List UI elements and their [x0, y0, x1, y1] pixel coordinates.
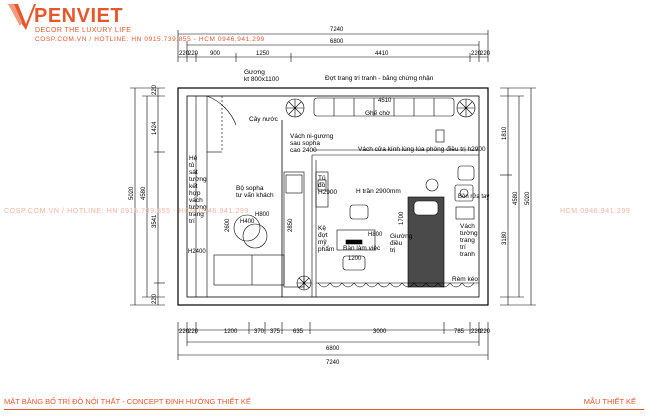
label-h800b: H800	[368, 232, 383, 238]
dim-top-overall: 7240	[330, 27, 344, 33]
waiting-bench	[313, 97, 455, 117]
dim-left-3541: 3541	[152, 214, 158, 228]
dim-bot-seg-5: 375	[270, 329, 281, 335]
dim-top-inner: 6800	[330, 39, 344, 45]
label-mirror: Gương	[244, 69, 265, 76]
right-fixtures	[425, 165, 475, 220]
label-wall-art: Đợt trang trí tranh - băng chứng nhận	[325, 75, 434, 82]
glass-partition	[311, 129, 479, 297]
dim-top-seg-5: 4410	[375, 51, 389, 57]
label-h2400: H2400	[188, 249, 206, 255]
right-dimensions	[500, 87, 536, 306]
dim-left-overall: 5020	[129, 186, 135, 200]
dim-top-seg-2: 220	[188, 51, 199, 57]
dim-left-1424: 1424	[152, 121, 158, 135]
bottom-dimensions	[177, 322, 489, 360]
dim-right-overall: 5020	[525, 191, 531, 205]
left-dimensions	[130, 87, 165, 306]
dim-bot-seg-6: 635	[293, 329, 304, 335]
top-dimensions	[177, 30, 489, 62]
watermark-left: COSP.COM.VN / HOTLINE: HN 0915.739.855 -…	[4, 208, 249, 215]
dim-left-220a: 220	[152, 84, 158, 95]
dim-bot-seg-1: 220	[179, 329, 190, 335]
dim-bot-seg-7: 3000	[373, 329, 387, 335]
label-mirror-size: kt 800x1100	[244, 76, 279, 83]
desk-chair	[336, 204, 376, 271]
sofa-set	[213, 171, 305, 288]
footer-rule	[4, 409, 644, 410]
brand-name: PENVIET	[34, 5, 124, 27]
dim-right-1810: 1810	[502, 126, 508, 140]
dim-top-seg-7: 220	[480, 51, 491, 57]
label-dim-1700: 1700	[399, 211, 405, 225]
logo-v-icon	[8, 4, 36, 30]
label-h800a: H800	[255, 212, 270, 218]
dim-bot-seg-8: 785	[454, 329, 465, 335]
label-desk: Bàn làm việc	[343, 245, 381, 252]
footer-title: MẶT BẰNG BỐ TRÍ ĐỒ NỘI THẤT - CONCEPT ĐỊ…	[4, 397, 251, 406]
treatment-bed	[407, 196, 445, 288]
label-ceiling: H trần 2900mm	[356, 186, 401, 195]
label-h400: H400	[240, 219, 255, 225]
label-inner-top: 4510	[378, 98, 392, 104]
label-waiting-bench: Ghế chờ	[365, 108, 391, 117]
dim-top-seg-6: 220	[471, 51, 482, 57]
brand-logo: PENVIET DECOR THE LUXURY LIFE COSP.COM.V…	[4, 2, 304, 46]
dim-left-220b: 220	[152, 293, 158, 304]
footer-right-label: MẪU THIẾT KẾ	[583, 397, 636, 406]
dim-right-inner: 4580	[513, 191, 519, 205]
dim-bot-overall: 7240	[326, 360, 340, 366]
watermark-right: HCM 0946.941.299	[560, 208, 631, 215]
label-curtain: Rèm kéo	[452, 276, 478, 283]
label-dim-2850: 2850	[288, 218, 294, 232]
label-desk-w: 1200	[348, 256, 362, 262]
label-glass-partition: Vách cửa kính lùng lúa phòng điều trị h2…	[358, 144, 486, 153]
dim-bot-seg-3: 1200	[224, 329, 238, 335]
label-dim-2600: 2600	[225, 218, 231, 232]
dim-right-3180: 3180	[502, 231, 508, 245]
left-cabinet	[195, 95, 237, 297]
label-plant: Cây nước	[249, 116, 279, 123]
room-walls	[177, 87, 489, 306]
brand-contact: COSP.COM.VN / HOTLINE: HN 0915.739.855 -…	[35, 36, 265, 43]
curtain-line	[317, 282, 475, 288]
dim-left-inner: 4580	[141, 186, 147, 200]
dim-top-seg-3: 900	[210, 51, 221, 57]
brand-tagline: DECOR THE LUXURY LIFE	[35, 27, 132, 34]
dim-top-seg-1: 220	[179, 51, 190, 57]
tall-cabinet	[315, 171, 329, 208]
dim-bot-seg-9: 220	[471, 329, 482, 335]
dim-bot-seg-4: 370	[254, 329, 265, 335]
dim-bot-seg-10: 220	[480, 329, 491, 335]
dim-bot-seg-2: 220	[188, 329, 199, 335]
label-sink: Bồn rửa tay	[458, 193, 489, 200]
dim-bot-inner: 6800	[326, 346, 340, 352]
dim-top-seg-4: 1250	[256, 51, 270, 57]
